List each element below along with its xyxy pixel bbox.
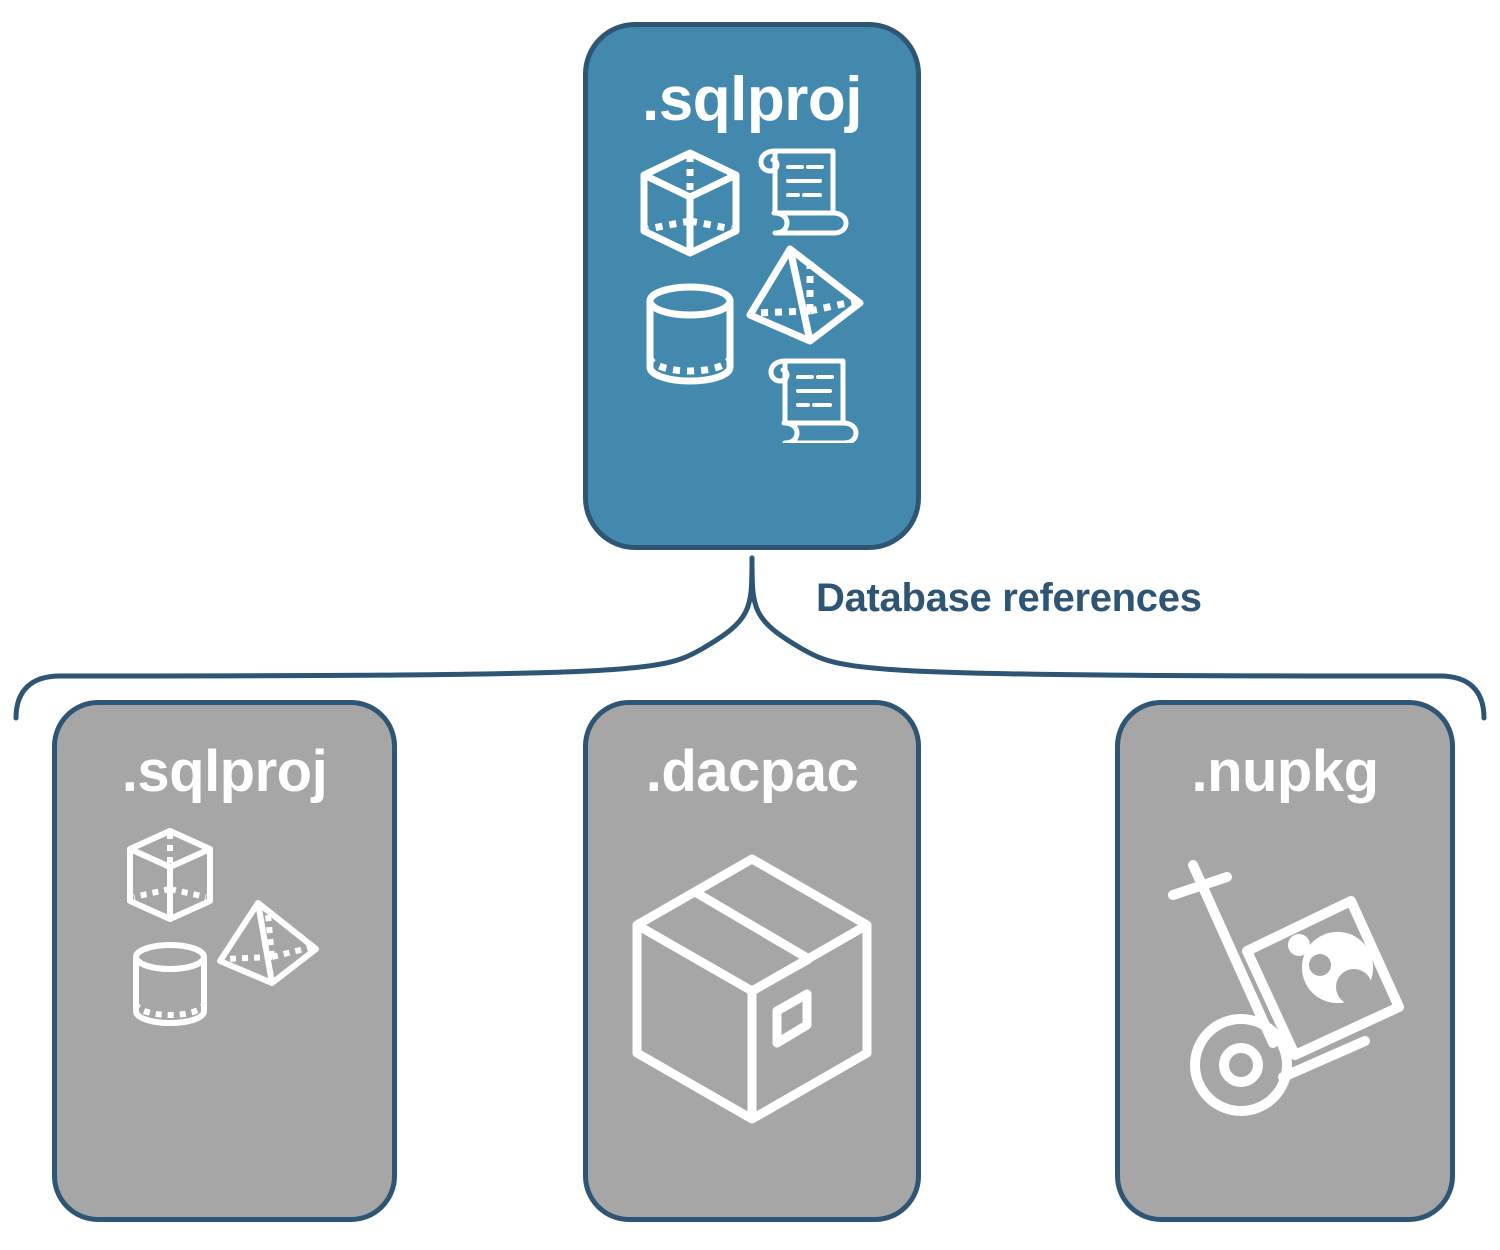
node-title: .dacpac bbox=[645, 739, 859, 804]
hand-truck-icon bbox=[1168, 860, 1370, 1116]
connector-label: Database references bbox=[816, 576, 1202, 620]
pyramid-icon bbox=[216, 900, 319, 986]
node-nupkg-reference[interactable]: .nupkg bbox=[1115, 700, 1455, 1222]
scroll-icon bbox=[758, 148, 849, 236]
node-artwork bbox=[57, 801, 392, 1217]
hand-truck-nuget-icon bbox=[1168, 860, 1404, 1116]
cylinder-icon bbox=[132, 942, 207, 1026]
cylinder-icon bbox=[646, 283, 734, 385]
scroll-icon bbox=[768, 358, 859, 443]
node-title: .sqlproj bbox=[642, 65, 862, 134]
node-sqlproj-reference[interactable]: .sqlproj bbox=[52, 700, 397, 1222]
pyramid-icon bbox=[746, 245, 864, 345]
node-title: .nupkg bbox=[1191, 739, 1379, 804]
database-objects-icon bbox=[126, 828, 319, 1026]
node-artwork bbox=[588, 801, 916, 1217]
node-artwork bbox=[588, 131, 916, 545]
node-dacpac-reference[interactable]: .dacpac bbox=[583, 700, 921, 1222]
cube-icon bbox=[640, 149, 740, 257]
database-objects-icon bbox=[640, 148, 864, 443]
package-box-icon bbox=[632, 854, 872, 1124]
nuget-logo-icon bbox=[1242, 896, 1404, 1060]
node-sqlproj-root[interactable]: .sqlproj bbox=[583, 22, 921, 550]
node-title: .sqlproj bbox=[121, 739, 328, 804]
cube-icon bbox=[126, 828, 213, 922]
node-artwork bbox=[1120, 801, 1450, 1217]
